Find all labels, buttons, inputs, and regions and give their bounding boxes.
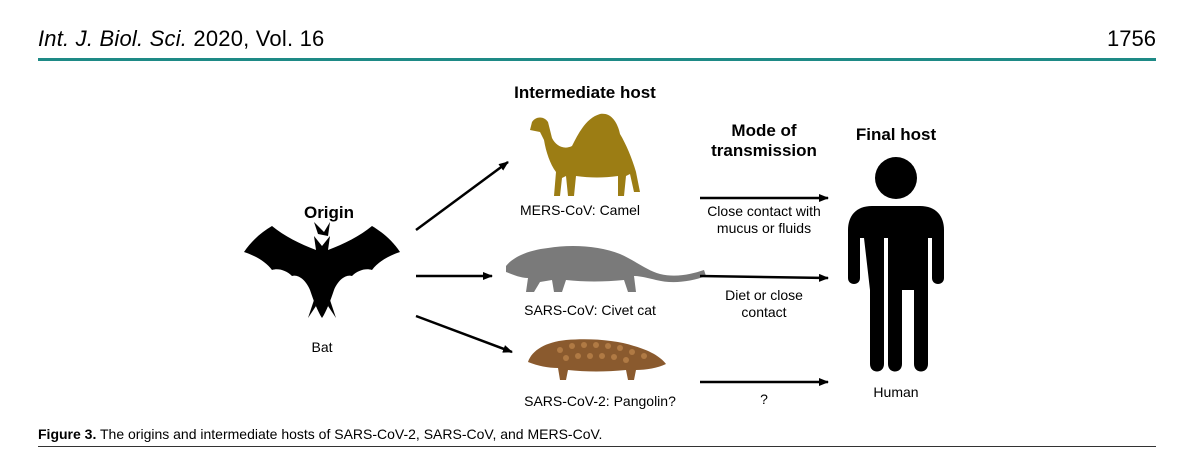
bat-icon xyxy=(244,222,400,318)
civet-label: SARS-CoV: Civet cat xyxy=(524,302,656,318)
arrow-bat-to-camel xyxy=(415,160,509,232)
civet-icon xyxy=(506,246,706,292)
human-label: Human xyxy=(873,384,918,400)
final-host-heading: Final host xyxy=(856,125,937,144)
figure-caption: Figure 3. The origins and intermediate h… xyxy=(38,426,602,442)
pangolin-label: SARS-CoV-2: Pangolin? xyxy=(524,393,676,409)
human-icon xyxy=(848,157,944,372)
page-number: 1756 xyxy=(1107,26,1156,51)
intermediate-host-heading: Intermediate host xyxy=(514,83,656,102)
mode-heading-line2: transmission xyxy=(711,141,817,160)
mode-heading-line1: Mode of xyxy=(731,121,796,140)
transmission-label-2-line2: contact xyxy=(741,304,786,320)
journal-name: Int. J. Biol. Sci. xyxy=(38,26,188,51)
pangolin-icon xyxy=(528,339,666,380)
running-head: Int. J. Biol. Sci. 2020, Vol. 16 xyxy=(38,26,324,52)
arrow-civet-to-human xyxy=(699,273,829,282)
origin-heading: Origin xyxy=(304,203,354,222)
camel-icon xyxy=(530,113,640,196)
transmission-label-3: ? xyxy=(760,391,768,407)
transmission-label-2-line1: Diet or close xyxy=(725,287,803,303)
transmission-label-1-line2: mucus or fluids xyxy=(717,220,811,236)
header-rule xyxy=(38,58,1156,61)
caption-label: Figure 3. xyxy=(38,426,97,442)
caption-rule xyxy=(38,446,1156,447)
camel-label: MERS-CoV: Camel xyxy=(520,202,640,218)
bat-label: Bat xyxy=(311,339,332,355)
transmission-label-1-line1: Close contact with xyxy=(707,203,821,219)
arrow-bat-to-pangolin xyxy=(415,314,513,354)
year-volume: 2020, Vol. 16 xyxy=(193,26,325,51)
caption-text: The origins and intermediate hosts of SA… xyxy=(96,426,603,442)
